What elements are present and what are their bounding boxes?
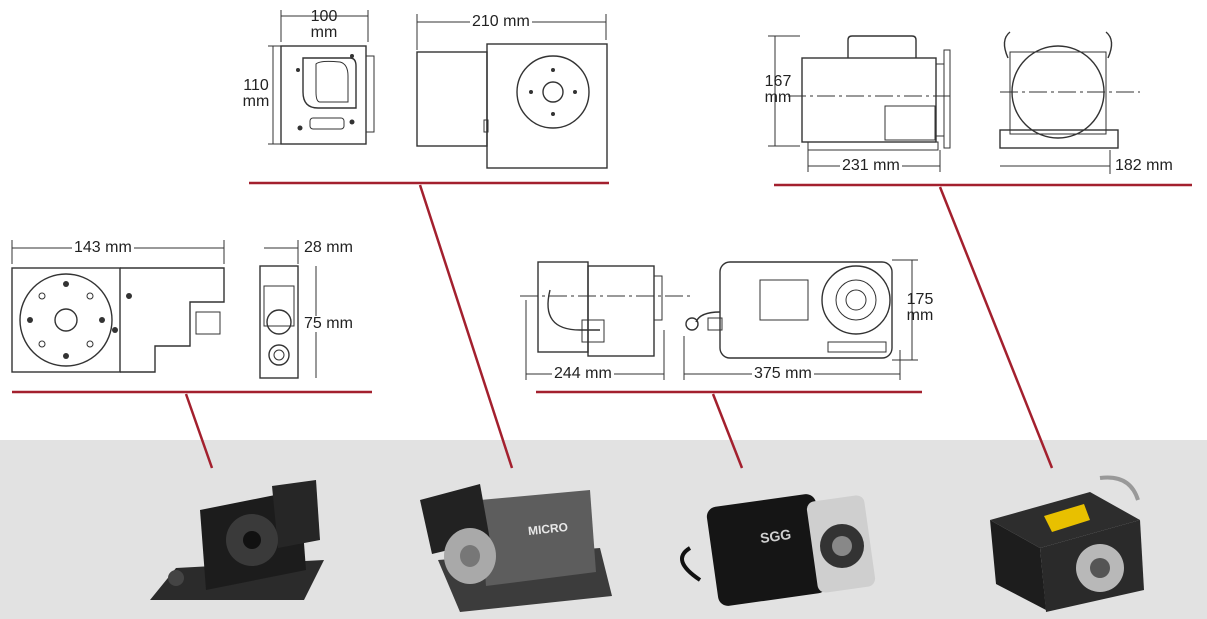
unit-a-width-label: 143 mm bbox=[72, 239, 134, 256]
unit-b-height-label: 110 mm bbox=[234, 78, 278, 110]
unit-b-length-label: 210 mm bbox=[470, 13, 532, 30]
unit-c-height-label: 175 mm bbox=[898, 292, 942, 324]
unit-c-side-view bbox=[520, 261, 690, 357]
unit-b-height-unit: mm bbox=[242, 93, 270, 110]
unit-c-leader-line bbox=[711, 393, 744, 469]
unit-d-leader-line bbox=[938, 186, 1054, 469]
unit-b-height-value: 110 bbox=[243, 77, 269, 94]
unit-b-width-label: 100 mm bbox=[294, 9, 354, 41]
unit-d-width-label: 182 mm bbox=[1113, 157, 1175, 174]
unit-b-side-view bbox=[416, 43, 608, 169]
unit-c-height-unit: mm bbox=[906, 307, 934, 324]
unit-a-top-view bbox=[11, 267, 225, 373]
unit-a-side-view bbox=[259, 265, 299, 379]
unit-c-height-value: 175 bbox=[906, 291, 934, 308]
unit-c-front-view bbox=[685, 261, 893, 359]
unit-d-height-unit: mm bbox=[764, 89, 792, 106]
unit-d-product-photo bbox=[990, 475, 1144, 612]
unit-b-width-value: 100 bbox=[310, 8, 338, 25]
unit-d-front-view bbox=[999, 31, 1140, 149]
unit-d-height-label: 167 mm bbox=[756, 74, 800, 106]
unit-d-side-view bbox=[788, 35, 951, 151]
unit-d-dimension-lines bbox=[768, 35, 1111, 174]
unit-c-length-label: 244 mm bbox=[552, 365, 614, 382]
unit-b-front-view bbox=[280, 45, 375, 145]
unit-c-width-label: 375 mm bbox=[752, 365, 814, 382]
unit-a-dimension-lines bbox=[11, 240, 317, 378]
unit-a-depth-label: 28 mm bbox=[302, 239, 355, 256]
unit-d-length-label: 231 mm bbox=[840, 157, 902, 174]
unit-b-width-unit: mm bbox=[310, 24, 338, 41]
unit-a-height-label: 75 mm bbox=[302, 315, 355, 332]
unit-d-height-value: 167 bbox=[764, 73, 792, 90]
unit-c-product-photo bbox=[680, 494, 876, 606]
unit-b-product-photo bbox=[420, 484, 612, 612]
unit-a-product-photo bbox=[150, 480, 324, 600]
unit-b-leader-line bbox=[418, 184, 514, 469]
unit-a-leader-line bbox=[184, 393, 214, 469]
